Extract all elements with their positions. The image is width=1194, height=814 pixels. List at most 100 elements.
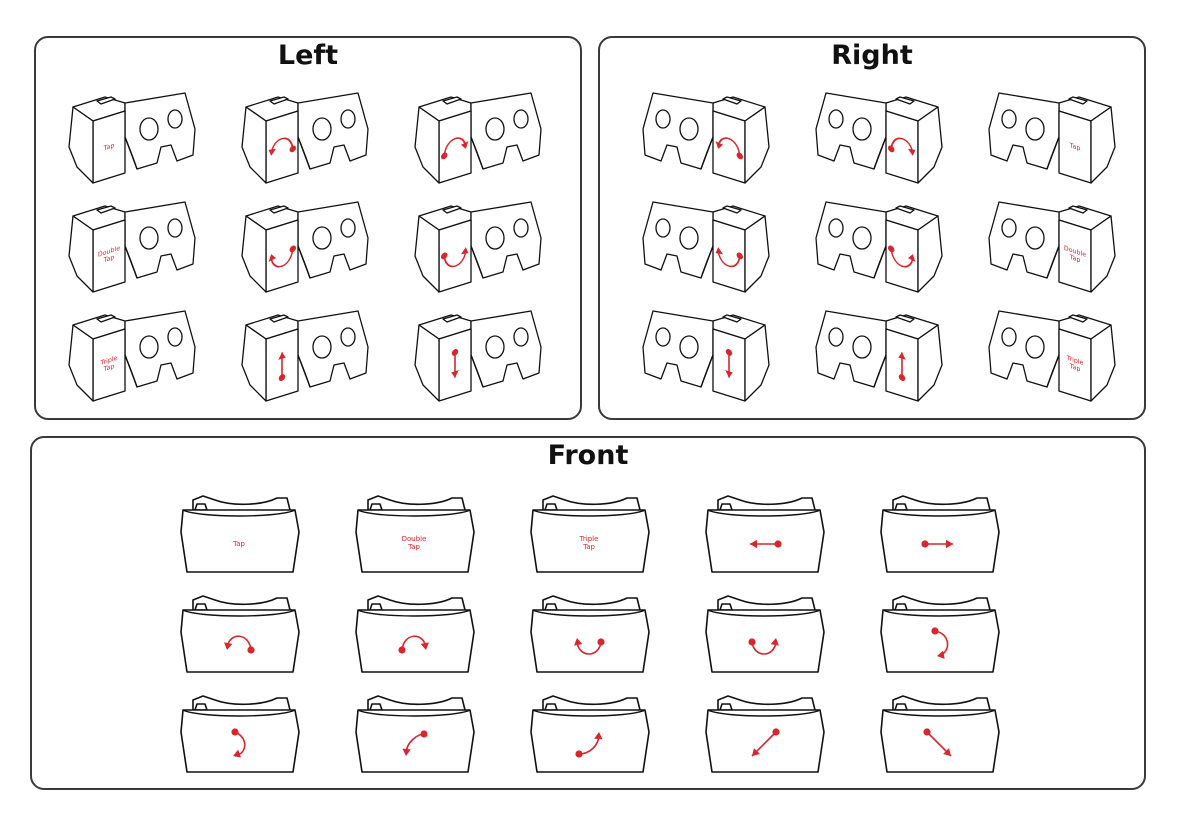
viewer-wing <box>68 215 94 293</box>
viewer-face-edge <box>707 509 821 517</box>
viewer-illustration <box>880 695 1001 773</box>
gesture-mark <box>268 245 297 268</box>
viewer-face-edge <box>532 509 646 517</box>
viewer-illustration: Tap <box>68 92 196 184</box>
viewer-body <box>241 92 369 184</box>
gesture-start-dot <box>921 540 929 548</box>
viewer-nose-cut <box>1046 245 1060 279</box>
viewer-lens-hole <box>312 117 332 141</box>
viewer-top-slot <box>894 603 909 611</box>
viewer-nose-cut <box>700 136 714 169</box>
gesture-start-dot <box>774 540 782 548</box>
gesture-start-dot <box>931 627 939 635</box>
viewer-lens-hole <box>679 335 699 359</box>
viewer-body <box>68 92 196 184</box>
viewer-body <box>414 201 542 293</box>
gesture-mark <box>398 635 429 654</box>
viewer-illustration <box>414 92 542 184</box>
viewer-lens-panel <box>815 201 887 279</box>
viewer-wing <box>744 215 770 293</box>
viewer-top-slot <box>269 96 289 105</box>
viewer-face-edge <box>532 709 646 717</box>
right-gesture-tile <box>614 303 787 412</box>
viewer-lens-hole <box>139 117 159 141</box>
viewer-face-edge <box>883 509 996 517</box>
viewer-front-face <box>530 609 650 673</box>
viewer-body <box>988 92 1116 184</box>
gesture-mark <box>223 635 255 654</box>
viewer-top-slot <box>894 703 909 711</box>
viewer-top-slot <box>442 96 462 105</box>
gesture-path <box>270 248 294 268</box>
viewer-top-slot <box>193 603 208 611</box>
viewer-front-face <box>530 709 650 773</box>
viewer-wing <box>744 106 770 184</box>
viewer-illustration <box>241 201 369 293</box>
viewer-lens-panel <box>988 201 1060 279</box>
viewer-wing <box>241 324 267 402</box>
right-gesture-tile <box>787 193 960 302</box>
viewer-lens-panel <box>988 310 1060 388</box>
viewer-front-face <box>880 509 1001 573</box>
viewer-wing <box>1090 106 1116 184</box>
right-gesture-tile <box>614 84 787 193</box>
viewer-nose-cut <box>873 245 887 279</box>
gesture-mark <box>715 136 743 159</box>
viewer-lens-hole <box>1001 327 1017 347</box>
viewer-lens-hole <box>139 226 159 250</box>
viewer-illustration <box>815 201 943 293</box>
left-gesture-tile <box>223 193 396 302</box>
viewer-face-edge <box>707 609 821 617</box>
viewer-nose-cut <box>297 355 311 388</box>
viewer-illustration: Tap <box>179 495 300 573</box>
gesture-start-dot <box>441 152 448 159</box>
viewer-illustration <box>354 595 475 673</box>
gesture-label: Tap <box>1069 141 1081 153</box>
gesture-mark <box>750 539 782 549</box>
gesture-mark <box>402 730 428 756</box>
viewer-wing <box>744 324 770 402</box>
viewer-face-edge <box>883 709 996 717</box>
viewer-illustration <box>880 595 1001 673</box>
gesture-start-dot <box>452 349 459 357</box>
front-gesture-tile <box>678 484 853 584</box>
gesture-arrow-head <box>770 638 780 646</box>
gesture-start-dot <box>597 638 605 646</box>
gesture-arrow-head <box>232 749 241 758</box>
gesture-arrow-head <box>402 748 411 756</box>
viewer-illustration <box>179 695 300 773</box>
gesture-arrow-head <box>451 370 460 378</box>
viewer-lens-panel <box>470 310 542 388</box>
viewer-body <box>815 201 943 293</box>
front-gesture-tile <box>678 684 853 784</box>
viewer-illustration <box>880 495 1001 573</box>
viewer-nose-cut <box>1046 355 1060 388</box>
right-gesture-tile: TripleTap <box>961 303 1134 412</box>
viewer-lens-panel <box>124 201 196 279</box>
viewer-illustration <box>241 92 369 184</box>
gesture-start-dot <box>246 646 255 654</box>
viewer-illustration: DoubleTap <box>68 201 196 293</box>
viewer-top-slot <box>544 603 558 611</box>
viewer-top-slot <box>96 314 116 323</box>
viewer-top-slot <box>368 703 383 711</box>
viewer-top-slot <box>544 503 558 511</box>
gesture-arrow-head <box>461 140 469 149</box>
viewer-top-slot <box>719 703 733 711</box>
viewer-illustration <box>642 201 770 293</box>
viewer-face-edge <box>182 509 295 517</box>
gesture-path <box>890 248 914 268</box>
gesture-start-dot <box>887 145 895 152</box>
viewer-illustration <box>530 595 650 673</box>
viewer-body <box>241 201 369 293</box>
gesture-start-dot <box>887 245 895 253</box>
viewer-nose-cut <box>873 355 887 388</box>
viewer-lens-hole <box>340 218 356 238</box>
viewer-wing <box>414 106 440 184</box>
gesture-arrow-head <box>461 247 469 255</box>
viewer-lens-panel <box>815 310 887 388</box>
